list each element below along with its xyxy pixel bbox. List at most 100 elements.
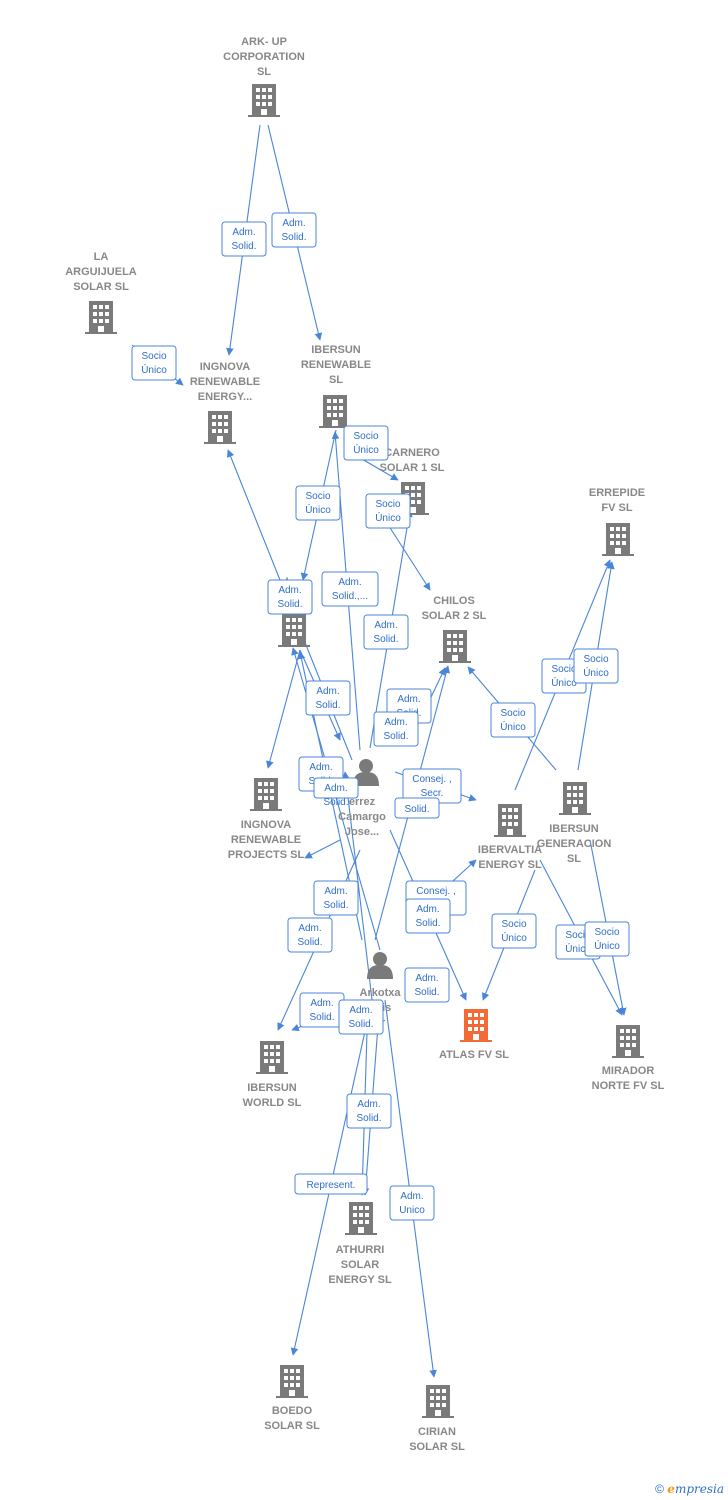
role-badge[interactable]: Adm.Solid. bbox=[313, 777, 359, 808]
badge-label: Adm.Solid. bbox=[356, 1099, 381, 1124]
relationship-edge bbox=[304, 839, 341, 859]
building-icon bbox=[256, 1041, 288, 1074]
role-badge[interactable]: Adm.Solid. bbox=[363, 614, 409, 650]
building-icon bbox=[319, 395, 351, 428]
role-badge[interactable]: Adm.Solid. bbox=[405, 898, 451, 934]
badge-box bbox=[131, 345, 177, 381]
building-icon bbox=[422, 1385, 454, 1418]
footer-credit: © empresia bbox=[655, 1482, 724, 1496]
building-icon bbox=[494, 804, 526, 837]
role-badge[interactable]: Adm.Solid. bbox=[287, 917, 333, 953]
badge-box bbox=[346, 1093, 392, 1129]
building-icon bbox=[250, 778, 282, 811]
badge-label: Adm.Solid. bbox=[414, 973, 439, 998]
badge-box bbox=[373, 711, 419, 747]
badge-box bbox=[343, 425, 389, 461]
building-icon bbox=[612, 1025, 644, 1058]
relationship-edge bbox=[384, 519, 431, 591]
role-badge[interactable]: Solid. bbox=[394, 797, 440, 819]
badge-box bbox=[313, 777, 359, 799]
role-badge[interactable]: Adm.Solid. bbox=[346, 1093, 392, 1129]
badge-label: Adm.Solid. bbox=[315, 686, 340, 711]
building-icon bbox=[204, 411, 236, 444]
building-icon bbox=[559, 782, 591, 815]
role-badge[interactable]: Adm.Unico bbox=[389, 1185, 435, 1221]
role-badge[interactable]: Adm.Solid. bbox=[338, 999, 384, 1035]
badge-label: Adm.Solid.,... bbox=[332, 577, 368, 602]
role-badge[interactable]: Adm.Solid. bbox=[373, 711, 419, 747]
node-atlas[interactable]: ATLAS FV SL bbox=[439, 1009, 509, 1061]
badge-box bbox=[338, 999, 384, 1035]
building-icon bbox=[602, 523, 634, 556]
badge-label: Adm.Solid. bbox=[297, 923, 322, 948]
relationship-edge bbox=[266, 649, 301, 769]
building-icon bbox=[460, 1009, 492, 1042]
badge-box bbox=[363, 614, 409, 650]
role-badge[interactable]: Adm.Solid. bbox=[299, 992, 345, 1028]
edges bbox=[131, 124, 627, 1378]
role-badge[interactable]: Adm.Solid. bbox=[404, 967, 450, 1003]
building-icon bbox=[276, 1365, 308, 1398]
role-badge[interactable]: Adm.Solid. bbox=[313, 880, 359, 916]
badge-label: Solid. bbox=[404, 804, 429, 815]
badge-box bbox=[405, 898, 451, 934]
badge-label: Adm.Solid. bbox=[373, 620, 398, 645]
brand-logo[interactable]: empresia bbox=[667, 1482, 724, 1496]
badge-label: Consej. ,Secr. bbox=[412, 774, 451, 799]
badge-label: Adm.Unico bbox=[399, 1191, 425, 1216]
badge-box bbox=[267, 579, 313, 615]
role-badge[interactable]: Adm.Solid. bbox=[305, 680, 351, 716]
role-badge[interactable]: Adm.Solid. bbox=[267, 579, 313, 615]
node-label: ATLAS FV SL bbox=[439, 1049, 509, 1061]
role-badge[interactable]: Consej. ,Secr. bbox=[402, 768, 462, 804]
role-badge[interactable]: Represent. bbox=[294, 1173, 368, 1195]
badge-box bbox=[313, 880, 359, 916]
role-badge[interactable]: Adm.Solid.,... bbox=[321, 571, 379, 607]
role-badge[interactable]: Adm.Solid. bbox=[221, 221, 267, 257]
badge-label: Adm.Solid. bbox=[323, 783, 348, 808]
badge-box bbox=[389, 1185, 435, 1221]
role-badge[interactable]: Adm.Solid. bbox=[271, 212, 317, 248]
badge-label: Adm.Solid. bbox=[348, 1005, 373, 1030]
